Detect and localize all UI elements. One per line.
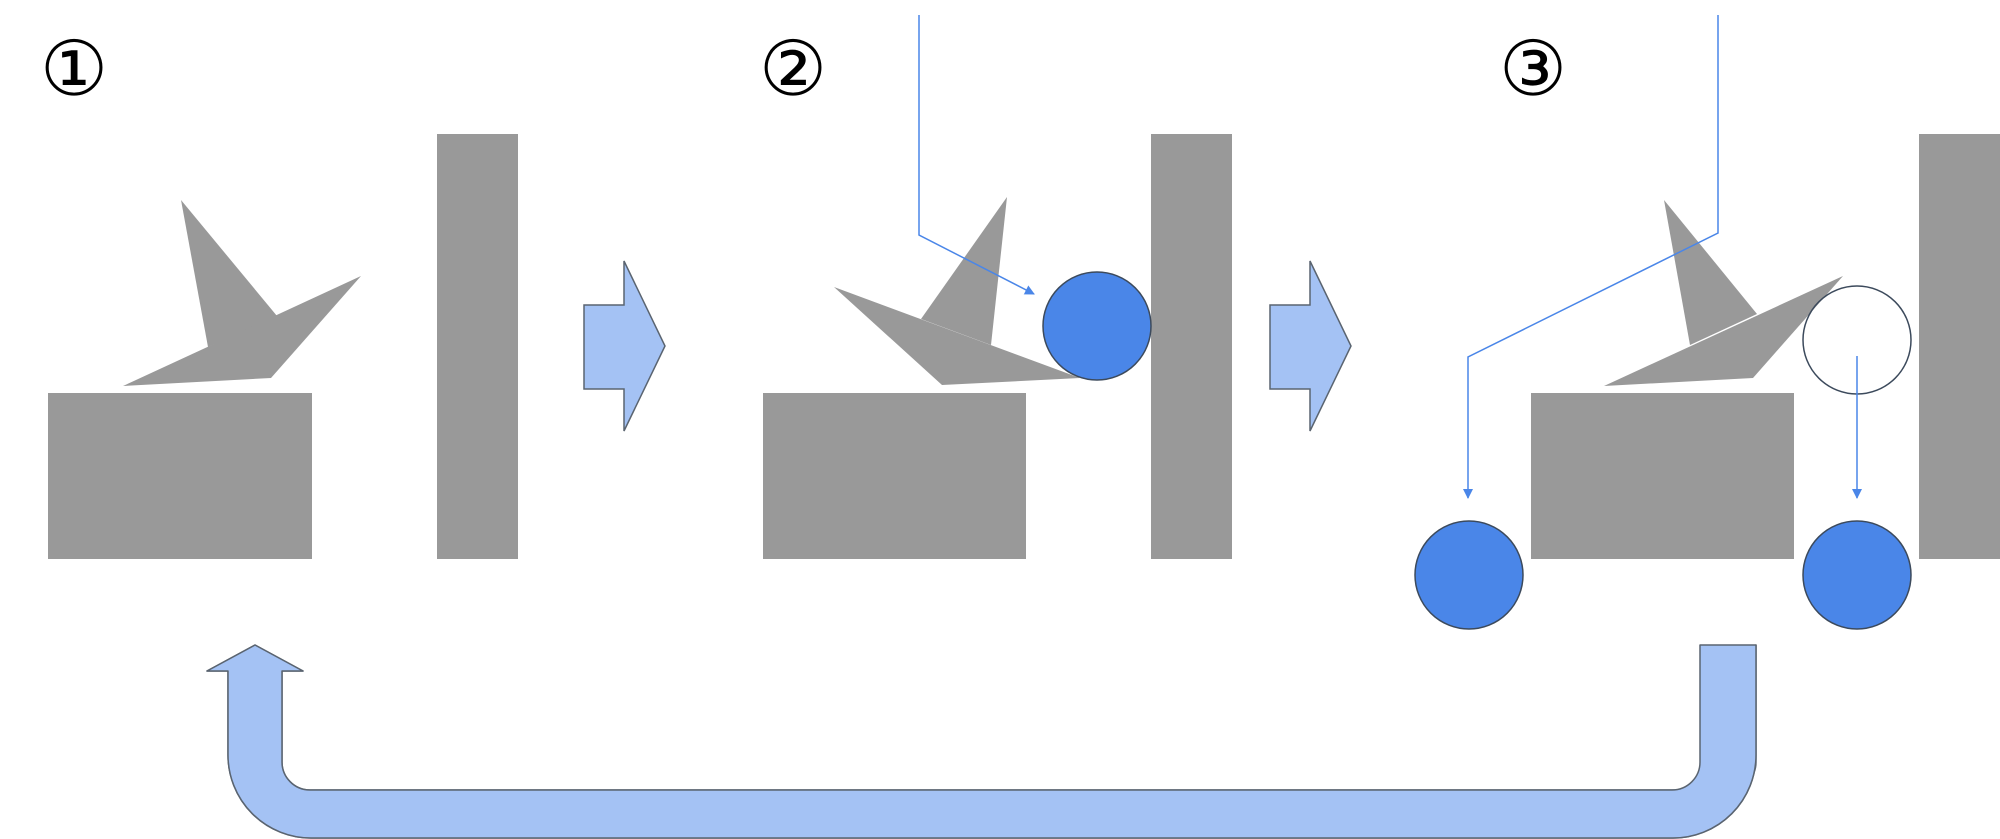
step-arrow-2-to-3-icon (1269, 260, 1352, 432)
step-2-ball-icon (1042, 271, 1152, 381)
step-3-label: ③ (1499, 24, 1567, 113)
step-3-panel: ③ (1414, 15, 2000, 630)
step-1-label: ① (40, 24, 108, 113)
step-1-wall (437, 134, 518, 559)
step-2-drop-guide-line (918, 15, 1035, 295)
step-2-label: ② (759, 24, 827, 113)
step-2-panel: ② (759, 15, 1232, 559)
step-3-lever-arm (1604, 200, 1843, 386)
step-3-base-block (1531, 393, 1794, 559)
step-3-ball-right-icon (1802, 520, 1912, 630)
step-3-ball-left-icon (1414, 520, 1524, 630)
step-2-lever-arm (834, 197, 1080, 385)
step-1-panel: ① (40, 24, 518, 559)
step-3-wall (1919, 134, 2000, 559)
return-arrow-3-to-1-inner-edge (206, 644, 1757, 839)
step-2-base-block (763, 393, 1026, 559)
step-1-lever-arm (123, 200, 361, 386)
step-3-drop-guide-line-left (1463, 15, 1719, 499)
step-arrow-1-to-2-icon (583, 260, 666, 432)
step-1-base-block (48, 393, 312, 559)
step-2-wall (1151, 134, 1232, 559)
